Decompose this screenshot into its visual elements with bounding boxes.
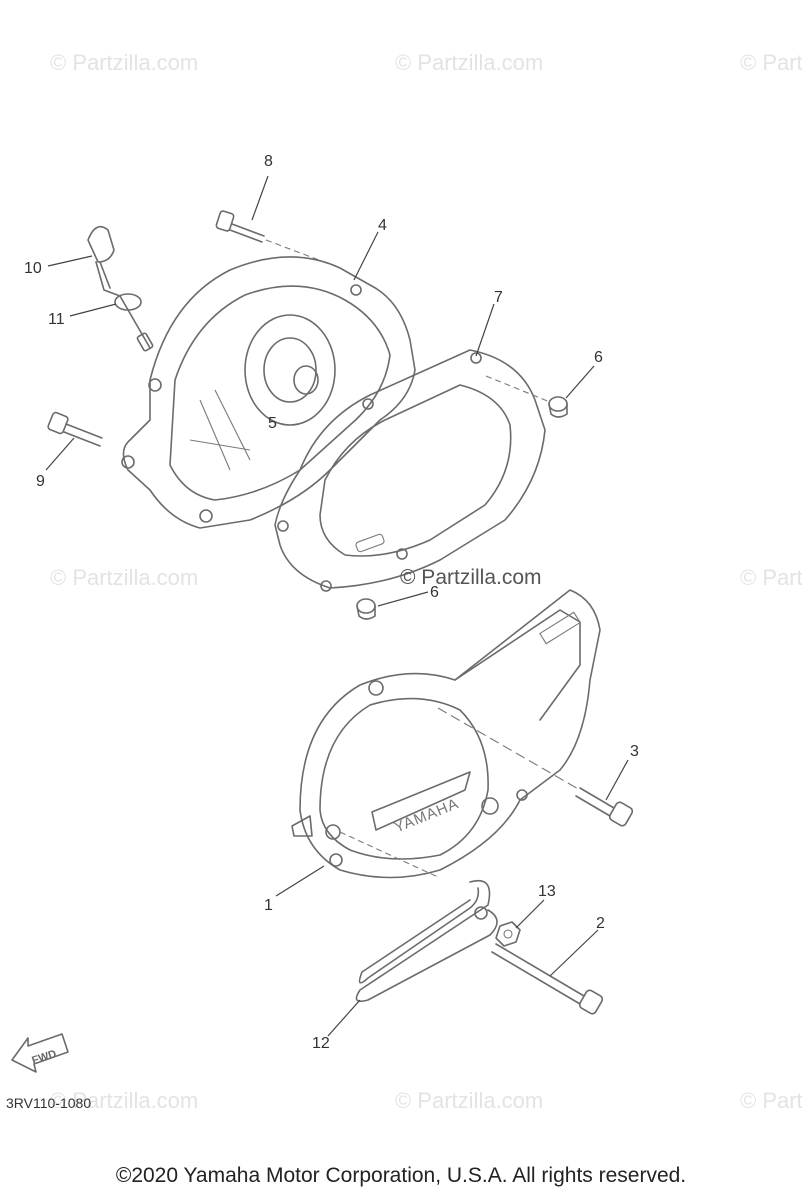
part-10-dipstick (87, 225, 154, 352)
yamaha-logo: YAMAHA (392, 795, 462, 836)
fwd-arrow-icon: FWD (11, 1033, 69, 1073)
fwd-label: FWD (30, 1048, 58, 1067)
callout-1: 1 (264, 897, 273, 914)
callout-5: 5 (268, 415, 277, 432)
callout-6: 6 (594, 349, 603, 366)
callout-4: 4 (378, 217, 387, 234)
callout-12: 12 (312, 1035, 330, 1052)
callout-3: 3 (630, 743, 639, 760)
copyright-notice: ©2020 Yamaha Motor Corporation, U.S.A. A… (115, 1164, 687, 1187)
watermark: © Partzilla.com (50, 50, 198, 75)
watermark: © Partzilla.com (395, 1088, 543, 1113)
part-4-crankcase-cover (121, 256, 416, 529)
callout-7: 7 (494, 289, 503, 306)
part-12-bracket (355, 880, 498, 1003)
part-3-bolt (575, 787, 634, 827)
watermark: © Partzilla.com (50, 1088, 198, 1113)
part-9-bolt (47, 411, 103, 447)
callout-13: 13 (538, 883, 556, 900)
callout-8: 8 (264, 153, 273, 170)
callout-10: 10 (24, 260, 42, 277)
part-11-o-ring (114, 293, 142, 311)
callout-11: 11 (48, 311, 65, 328)
part-7-gasket (274, 349, 546, 592)
part-6-dowel-pin-upper (485, 375, 568, 418)
part-2-long-bolt (491, 943, 604, 1015)
callout-9: 9 (36, 473, 45, 490)
watermark: © Partzilla.com (50, 565, 198, 590)
diagram-code: 3RV110-1080 (6, 1095, 91, 1111)
callout-2: 2 (596, 915, 605, 932)
watermark: © Partzilla.com (740, 50, 802, 75)
callouts: 1 2 3 4 5 6 6 7 8 9 10 11 12 13 (24, 153, 639, 1052)
callout-6: 6 (430, 584, 439, 601)
watermark: © Partzilla.com (740, 565, 802, 590)
part-6-dowel-pin-lower (356, 598, 376, 620)
leader-lines (45, 175, 629, 1037)
part-1-crankcase-cover: YAMAHA (291, 589, 601, 879)
part-8-bolt (215, 210, 341, 269)
center-watermark: © Partzilla.com (400, 566, 542, 589)
watermark: © Partzilla.com (395, 50, 543, 75)
watermark: © Partzilla.com (740, 1088, 802, 1113)
part-13-nut (495, 921, 521, 947)
watermarks: © Partzilla.com © Partzilla.com © Partzi… (50, 50, 802, 1113)
